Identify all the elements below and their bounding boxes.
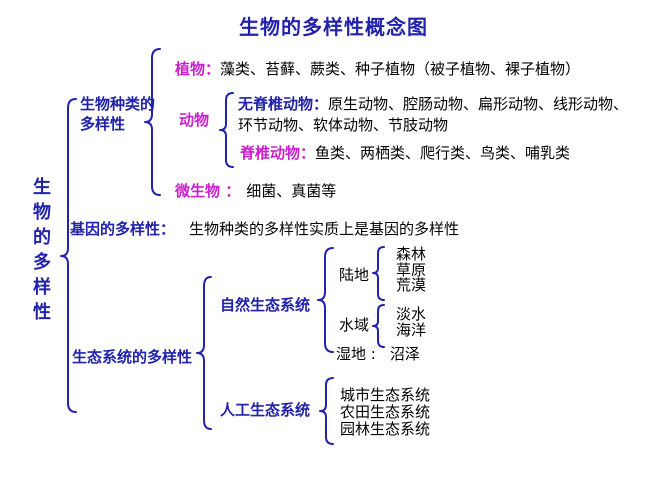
brace-species — [144, 48, 161, 196]
land-label: 陆地 — [339, 266, 370, 284]
vertebrates-label: 脊椎动物： — [240, 144, 316, 162]
water-item-ocean: 海洋 — [396, 320, 427, 339]
animals-label: 动物 — [179, 111, 210, 129]
invertebrates-content: 原生动物、腔肠动物、扁形动物、线形动物、环节动物、软体动物、节肢动物 — [238, 95, 629, 134]
brace-artificial-ecosystem — [319, 377, 334, 445]
root-label-biodiversity: 生物的多样性 — [30, 177, 51, 327]
wetland-label: 湿地 : — [336, 345, 376, 363]
artificial-item-city: 城市生态系统 — [340, 386, 431, 404]
invertebrates-label: 无脊椎动物： — [238, 95, 329, 113]
gene-row: 基因的多样性： 生物种类的多样性实质上是基因的多样性 — [70, 220, 460, 238]
vertebrates-row: 脊椎动物：鱼类、两栖类、爬行类、鸟类、哺乳类 — [240, 144, 571, 162]
brace-natural-ecosystem — [317, 247, 334, 353]
land-items: 森林 草原 荒漠 — [396, 245, 427, 294]
plants-content: 藻类、苔藓、蕨类、种子植物（被子植物、裸子植物） — [220, 60, 581, 78]
land-item-grassland: 草原 — [396, 260, 427, 279]
gene-label: 基因的多样性： — [70, 220, 176, 238]
wetland-row: 湿地 : 沼泽 — [336, 345, 420, 363]
water-items: 淡水 海洋 — [396, 305, 427, 339]
species-diversity-label-line1: 生物种类的 — [80, 95, 156, 113]
plants-row: 植物：藻类、苔藓、蕨类、种子植物（被子植物、裸子植物） — [175, 60, 581, 78]
wetland-content: 沼泽 — [389, 345, 420, 363]
brace-root — [60, 98, 77, 413]
page-title: 生物的多样性概念图 — [239, 15, 428, 39]
ecosystem-diversity-label: 生态系统的多样性 — [72, 348, 193, 366]
species-diversity-label: 生物种类的 多样性 — [80, 94, 155, 134]
microbes-row: 微生物 ： 细菌、真菌等 — [175, 182, 337, 200]
microbes-label: 微生物 ： — [175, 182, 241, 200]
water-item-freshwater: 淡水 — [396, 305, 427, 323]
artificial-item-garden: 园林生态系统 — [340, 420, 431, 438]
species-diversity-label-line2: 多样性 — [80, 115, 126, 133]
brace-ecosystem — [196, 276, 212, 430]
brace-land — [372, 246, 385, 301]
land-item-desert: 荒漠 — [396, 276, 427, 294]
artificial-ecosystem-items: 城市生态系统 农田生态系统 园林生态系统 — [340, 387, 430, 438]
natural-ecosystem-label: 自然生态系统 — [220, 296, 311, 314]
land-item-forest: 森林 — [396, 245, 427, 263]
water-label: 水域 — [339, 316, 370, 334]
brace-water — [372, 304, 385, 348]
plants-label: 植物： — [175, 60, 221, 78]
microbes-content: 细菌、真菌等 — [246, 182, 337, 200]
artificial-item-farmland: 农田生态系统 — [340, 403, 431, 421]
gene-content: 生物种类的多样性实质上是基因的多样性 — [189, 220, 460, 238]
vertebrates-content: 鱼类、两栖类、爬行类、鸟类、哺乳类 — [315, 144, 571, 162]
artificial-ecosystem-label: 人工生态系统 — [220, 401, 311, 419]
invertebrates-row: 无脊椎动物：原生动物、腔肠动物、扁形动物、线形动物、环节动物、软体动物、节肢动物 — [238, 94, 638, 136]
brace-animals — [219, 92, 234, 168]
